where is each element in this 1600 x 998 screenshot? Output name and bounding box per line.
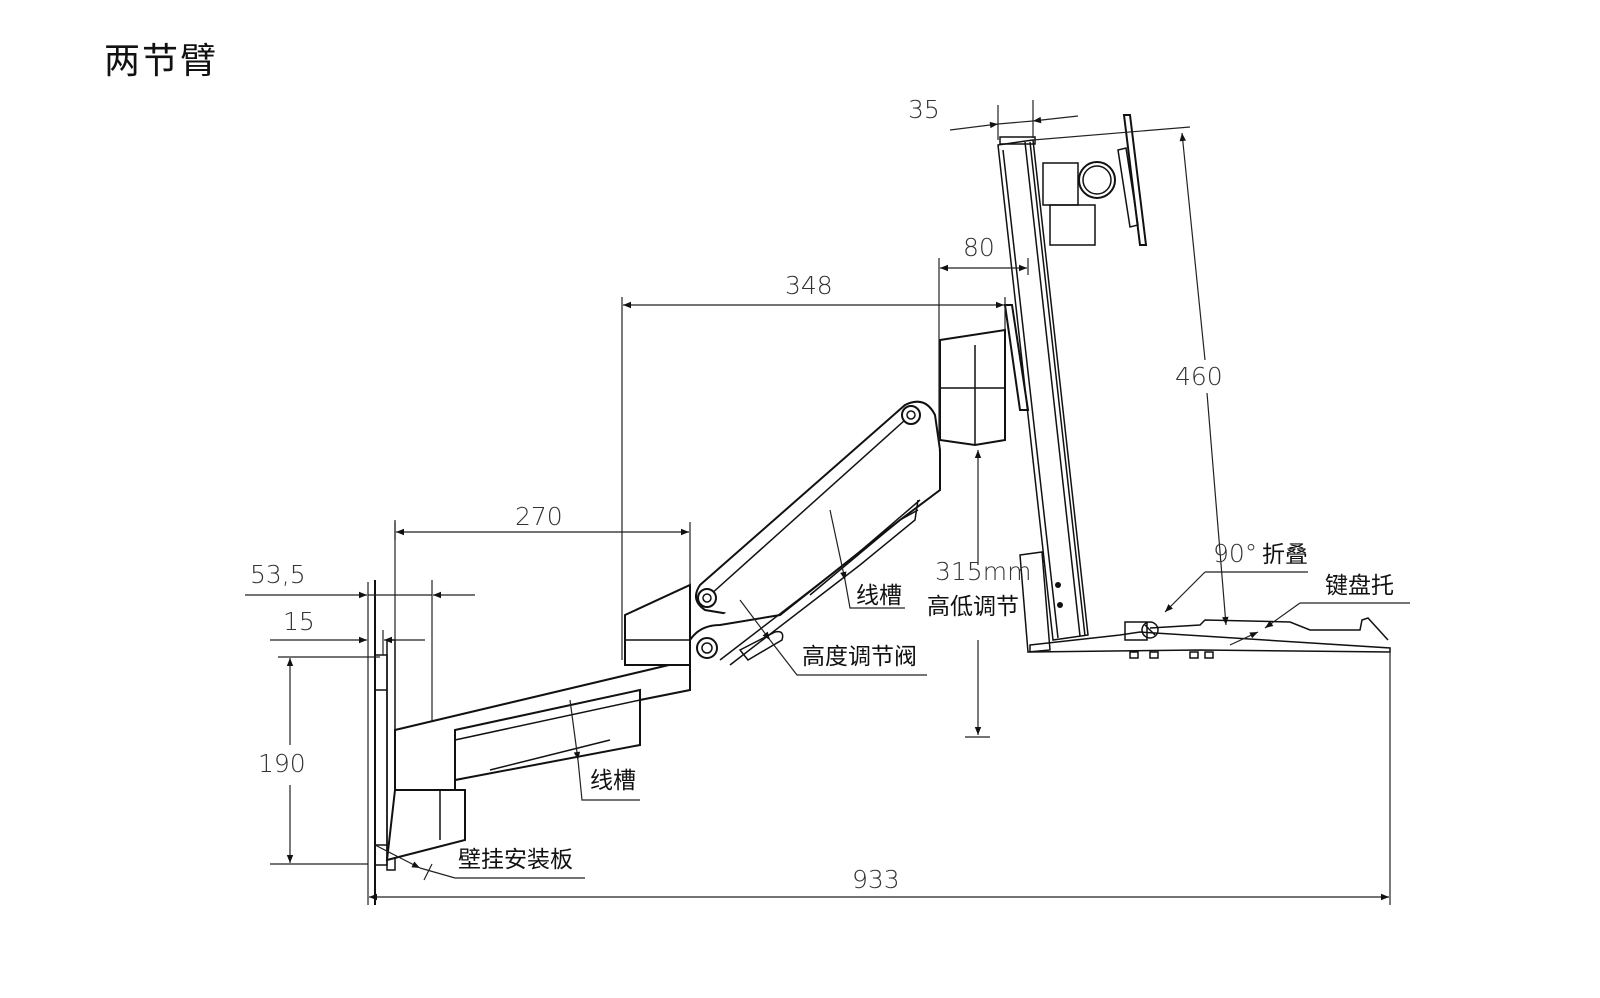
callout-keyboard-tray: 键盘托	[1229, 573, 1410, 646]
svg-text:315mm: 315mm	[935, 557, 1031, 586]
monitor-mount-head	[939, 304, 1030, 447]
svg-text:348: 348	[785, 271, 833, 300]
callout-wall-plate: 壁挂安装板	[374, 844, 585, 881]
upper-arm	[689, 400, 942, 666]
svg-text:460: 460	[1175, 362, 1223, 391]
dim-460: 460	[1032, 126, 1229, 626]
svg-text:80: 80	[963, 233, 995, 262]
drawing-title: 两节臂	[104, 41, 219, 82]
dim-348: 348	[621, 271, 1006, 660]
dim-190: 190	[258, 656, 380, 865]
callout-height-valve: 高度调节阀	[739, 599, 927, 676]
lower-arm	[394, 583, 691, 791]
svg-text:90°: 90°	[1213, 539, 1257, 568]
callout-cable-slot-upper: 线槽	[829, 509, 905, 609]
svg-text:线槽: 线槽	[856, 583, 902, 609]
callout-fold: 90° 折叠	[1164, 539, 1308, 613]
dim-35: 35	[908, 95, 1079, 140]
wall-mount-plate	[374, 520, 466, 905]
dim-15: 15	[270, 607, 425, 655]
svg-text:933: 933	[852, 865, 900, 894]
svg-text:折叠: 折叠	[1262, 542, 1308, 568]
callout-height-adjust: 高低调节	[927, 594, 1019, 620]
svg-text:270: 270	[515, 502, 563, 531]
svg-text:高低调节: 高低调节	[927, 594, 1019, 620]
svg-text:线槽: 线槽	[590, 768, 636, 794]
svg-text:53,5: 53,5	[250, 560, 306, 589]
svg-text:高度调节阀: 高度调节阀	[802, 644, 917, 670]
svg-text:35: 35	[908, 95, 940, 124]
svg-text:壁挂安装板: 壁挂安装板	[458, 847, 573, 873]
svg-text:190: 190	[258, 749, 306, 778]
dim-270: 270	[394, 502, 691, 585]
svg-text:键盘托: 键盘托	[1325, 573, 1394, 599]
dim-80: 80	[938, 233, 1029, 440]
callout-cable-slot-lower: 线槽	[569, 699, 640, 801]
dim-53-5: 53,5	[245, 560, 475, 905]
dim-315mm: 315mm	[935, 450, 1031, 738]
svg-text:15: 15	[283, 607, 315, 636]
dim-933: 933	[369, 648, 1391, 905]
monitor-panel	[997, 114, 1148, 653]
